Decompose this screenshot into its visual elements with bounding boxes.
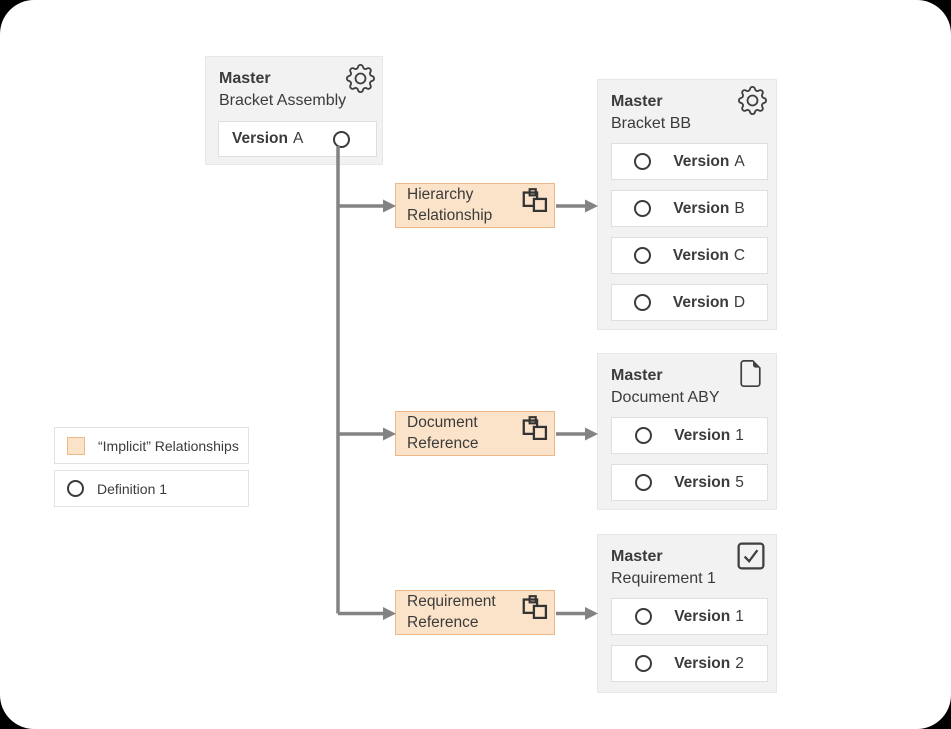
gear-icon: [738, 86, 767, 115]
relationship-label: Reference: [407, 613, 479, 631]
relationship-label: Relationship: [407, 206, 493, 224]
relationship-label: Requirement: [407, 593, 496, 610]
legend-implicit-relationships: “Implicit” Relationships: [54, 427, 249, 464]
panel-subtitle: Bracket BB: [611, 115, 692, 132]
definition-circle-icon: [333, 131, 350, 148]
box-subtitle: Bracket Assembly: [219, 92, 347, 109]
definition-circle-icon: [67, 480, 84, 497]
legend-label: Definition 1: [97, 480, 168, 497]
panel-title: Master: [611, 367, 663, 384]
panel-header: Master Document ABY: [598, 354, 776, 409]
document-icon: [737, 360, 764, 387]
checkbox-icon: [736, 541, 766, 571]
panel-title: Master: [611, 548, 663, 565]
panel-subtitle: Requirement 1: [611, 570, 716, 587]
legend-definition: Definition 1: [54, 470, 249, 507]
box-title: Master: [219, 70, 271, 87]
definition-circle-icon: [635, 474, 653, 491]
definition-circle-icon: [633, 247, 651, 264]
definition-circle-icon: [635, 655, 653, 672]
document-reference-box: Document Reference: [395, 411, 555, 456]
linked-items-icon: [522, 188, 549, 212]
panel-subtitle: Document ABY: [611, 389, 720, 406]
definition-circle-icon: [635, 608, 653, 625]
relationship-label: Reference: [407, 434, 479, 452]
panel-header: Master Requirement 1: [598, 535, 776, 590]
legend-label: “Implicit” Relationships: [98, 437, 239, 454]
box-header: Master Bracket Assembly: [206, 57, 382, 112]
requirement-reference-box: Requirement Reference: [395, 590, 555, 635]
gear-icon: [346, 64, 375, 93]
hierarchy-relationship-box: Hierarchy Relationship: [395, 183, 555, 228]
relationship-label: Document: [407, 414, 478, 431]
version-label: Version: [232, 130, 288, 147]
definition-circle-icon: [635, 427, 653, 444]
master-bracket-assembly-box: Master Bracket Assembly Version A: [205, 56, 383, 165]
implicit-swatch-icon: [67, 436, 85, 455]
panel-title: Master: [611, 93, 663, 110]
version-row: Version A: [218, 121, 377, 157]
version-value: A: [293, 130, 304, 147]
linked-items-icon: [522, 416, 549, 440]
relationship-label: Hierarchy: [407, 186, 474, 203]
definition-circle-icon: [634, 153, 652, 170]
panel-header: Master Bracket BB: [598, 80, 776, 135]
definition-circle-icon: [634, 200, 652, 217]
definition-circle-icon: [633, 294, 651, 311]
linked-items-icon: [522, 595, 549, 619]
